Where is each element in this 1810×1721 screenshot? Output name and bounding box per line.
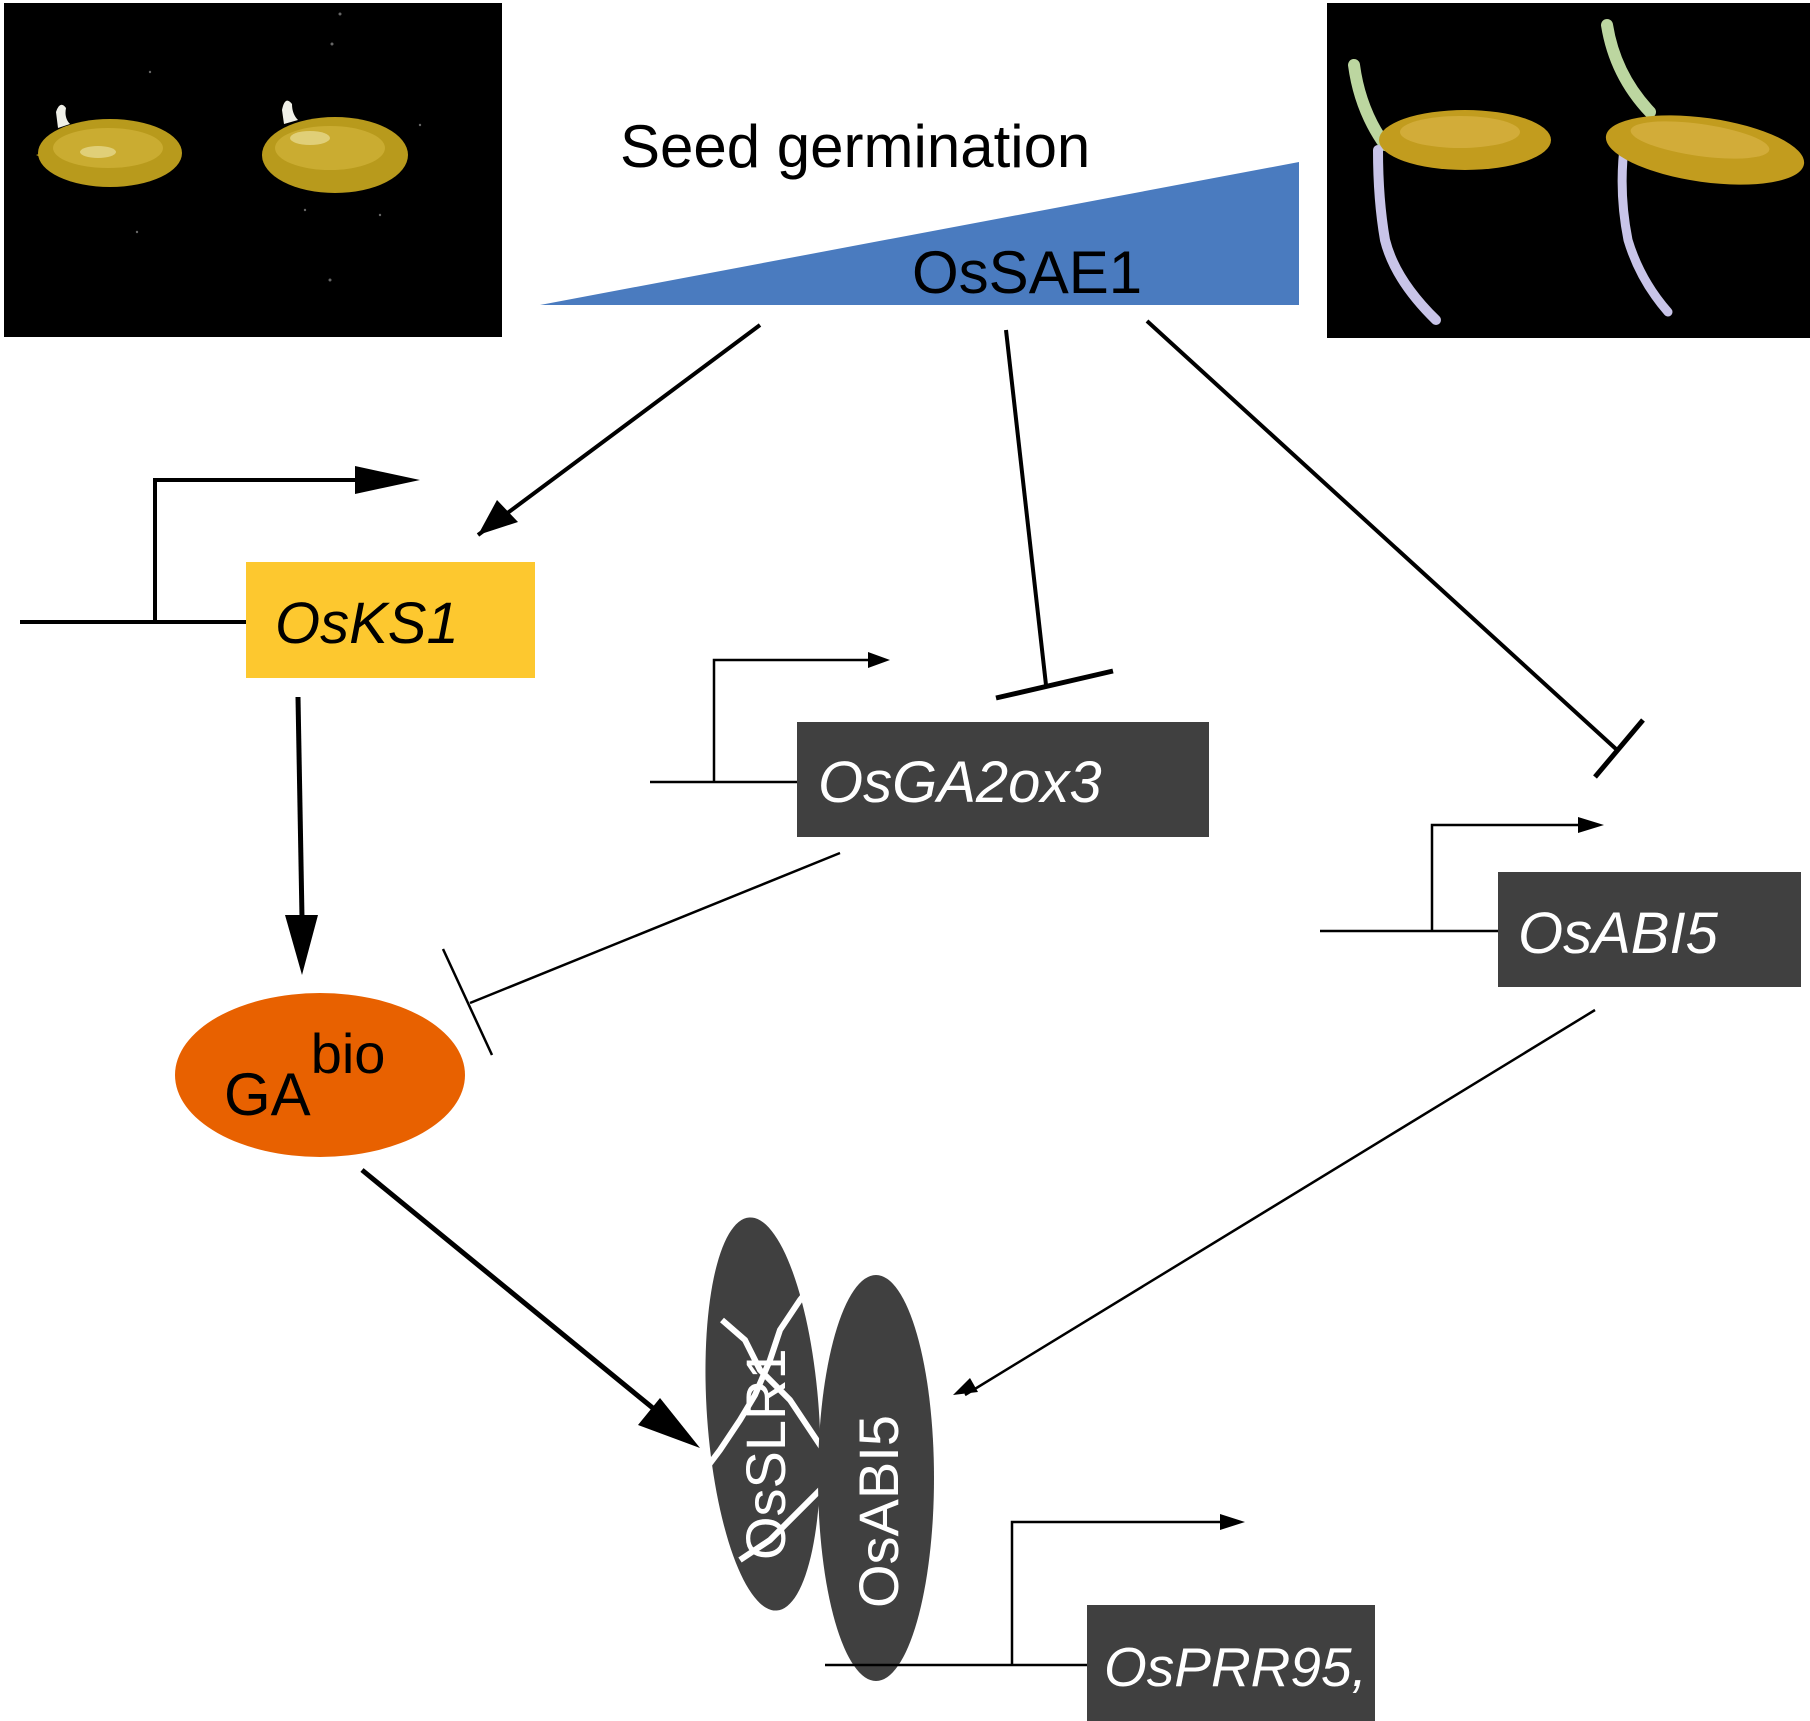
photo-ungerminated-seeds: [4, 3, 502, 337]
gabio-node: GAbio: [175, 993, 465, 1157]
tss-arrow-icon: [1578, 817, 1604, 833]
gene-osks1: OsKS1: [20, 466, 535, 678]
edge-osga2ox3-inhibits-gabio: [441, 851, 841, 1056]
edge-ossae1-to-osks1: [476, 323, 762, 537]
edge-ossae1-inhibits-osga2ox3: [995, 329, 1114, 701]
osabi5-gene-label: OsABI5: [1518, 901, 1719, 966]
protein-complex: OsSLR1 OsABI5: [702, 1217, 934, 1681]
gabio-label: GAbio: [224, 1022, 385, 1128]
edge-ossae1-inhibits-osabi5: [1145, 319, 1645, 779]
title-seed-germination: Seed germination: [620, 113, 1090, 180]
edge-gabio-to-complex: [360, 1168, 700, 1448]
gabio-base: GA: [224, 1061, 311, 1128]
gene-osga2ox3: OsGA2ox3: [650, 652, 1209, 837]
tss-arrow-icon: [1220, 1514, 1245, 1530]
osga2ox3-label: OsGA2ox3: [818, 750, 1102, 815]
edge-osabi5-to-complex: [953, 1008, 1596, 1397]
edge-osks1-to-gabio: [285, 696, 318, 975]
protein-osabi5: OsABI5: [818, 1275, 934, 1681]
seed-2: [262, 100, 408, 193]
tss-arrow-icon: [355, 466, 420, 494]
ossae1-label: OsSAE1: [912, 239, 1142, 306]
photo-specks: [135, 12, 422, 282]
photo-germinated-seeds: [1327, 3, 1810, 338]
osprr95-label: OsPRR95, etc.: [1104, 1636, 1471, 1698]
germinated-seed-1: [1348, 59, 1551, 325]
osabi5-protein-label: OsABI5: [847, 1415, 910, 1608]
seed-1: [36, 104, 182, 187]
osslr1-label: OsSLR1: [734, 1348, 797, 1560]
germinated-seed-2: [1601, 19, 1805, 317]
gene-osprr95: OsPRR95, etc.: [825, 1514, 1471, 1721]
tss-arrow-icon: [868, 652, 890, 668]
gene-osabi5: OsABI5: [1320, 817, 1801, 987]
gabio-superscript: bio: [311, 1022, 386, 1085]
ossae1-gradient-triangle: [540, 162, 1299, 305]
osks1-label: OsKS1: [275, 591, 459, 656]
protein-osslr1: OsSLR1: [702, 1217, 833, 1611]
